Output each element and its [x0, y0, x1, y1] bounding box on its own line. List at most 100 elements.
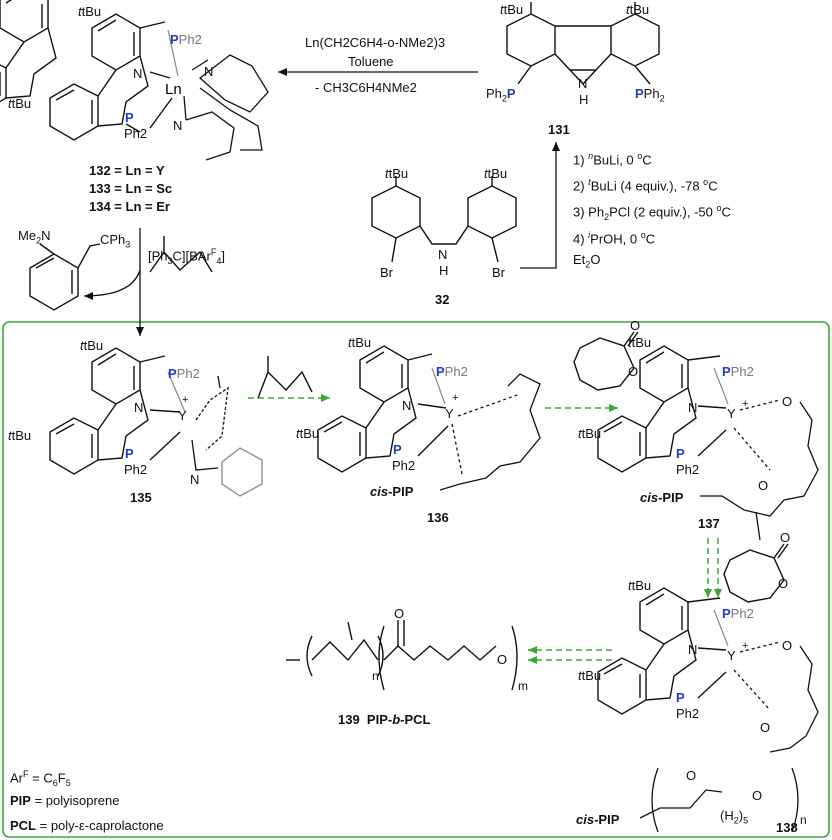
p-135-bottom: P	[125, 446, 134, 461]
legend-pcl: PCL = poly-ε-caprolactone	[10, 818, 164, 833]
reaction-top-line3: - CH3C6H4NMe2	[315, 80, 417, 95]
p-136-top: PPh2	[436, 364, 468, 379]
legend-pip: PIP = polyisoprene	[10, 793, 120, 808]
h-32: H	[439, 263, 449, 278]
n-132-amine-bottom: N	[173, 118, 183, 133]
cis-pip-138: cis-PIP	[576, 812, 620, 827]
compound-131: 131	[548, 122, 570, 137]
plus-136: +	[452, 392, 459, 404]
step-1: 1) nBuLi, 0 oC	[573, 151, 652, 168]
o-139-ester: O	[497, 652, 508, 667]
ph2-138-bottom: Ph2	[676, 706, 700, 721]
cph3-label: CPh3	[100, 232, 131, 250]
o-cl2-carbonyl: O	[780, 530, 791, 545]
compound-133-line: 133 = Ln = Sc	[89, 181, 173, 196]
o-cl2-ring: O	[778, 576, 789, 591]
ph2-135-bottom: Ph2	[124, 462, 148, 477]
me2n-label: Me2N	[18, 228, 51, 246]
o-cl1-ring: O	[628, 364, 639, 379]
tbu-131-left: ttBu	[500, 2, 524, 17]
molecule-131	[506, 2, 660, 86]
n-135: N	[134, 400, 144, 415]
p-137-top: PPh2	[722, 364, 754, 379]
p-132-top: PPh2	[170, 32, 202, 47]
o-138-chain-ester: O	[752, 788, 763, 803]
tbu-135-left: ttBu	[8, 428, 32, 443]
activator-label: [Ph3C][BArF4]	[148, 247, 225, 266]
ph2-132-bottom: Ph2	[124, 126, 148, 141]
byproduct-molecule	[29, 243, 101, 311]
o-137-top: O	[782, 394, 793, 409]
o-cl1-carbonyl: O	[630, 318, 641, 333]
h2-138: (H2)5	[720, 808, 749, 826]
n-131: N	[578, 76, 588, 91]
step-2: 2) tBuLi (4 equiv.), -78 oC	[573, 177, 718, 194]
caprolactone-monomer-1	[573, 331, 639, 391]
reaction-top-line1: Ln(CH2C6H4-o-NMe2)3	[305, 35, 446, 50]
p-138-bottom: P	[676, 690, 685, 705]
pph2-131: PPh2	[635, 86, 665, 104]
tbu-32-left: ttBu	[385, 166, 409, 181]
o-139-carbonyl: O	[394, 606, 405, 621]
step-3: 3) Ph2PCl (2 equiv.), -50 oC	[573, 203, 731, 222]
n-132-amine-top: N	[204, 64, 214, 79]
cis-pip-137: cis-PIP	[640, 490, 684, 505]
step-solvent: Et2O	[573, 252, 601, 270]
complex-137	[597, 345, 819, 541]
arrow-32-to-131	[520, 142, 560, 269]
tbu-132-left: ttBu	[8, 96, 32, 111]
h-131: H	[579, 92, 589, 107]
step-4: 4) iPrOH, 0 oC	[573, 230, 656, 247]
n-136: N	[402, 398, 412, 413]
compound-139: 139 PIP-b-PCL	[338, 712, 431, 727]
y-138: Y	[727, 648, 736, 663]
tbu-138-left: ttBu	[578, 668, 602, 683]
tbu-136-top: ttBu	[348, 335, 372, 350]
p-136-bottom: P	[393, 442, 402, 457]
n-subscript-138: n	[800, 813, 807, 827]
complex-132-134	[49, 13, 269, 161]
tbu-135-top: ttBu	[80, 338, 104, 353]
p-135-top: PPh2	[168, 366, 200, 381]
n-subscript-139: n	[372, 669, 379, 683]
br-32-left: Br	[380, 265, 393, 280]
compound-136: 136	[427, 510, 449, 525]
compound-32: 32	[435, 292, 450, 307]
cis-pip-136: cis-PIP	[370, 484, 414, 499]
isoprene-reagent	[149, 236, 213, 273]
ph2-137-bottom: Ph2	[676, 462, 700, 477]
o-137-carbonyl: O	[758, 478, 769, 493]
complex-138	[597, 587, 819, 833]
compound-132-line: 132 = Ln = Y	[89, 163, 165, 178]
carbazole-skeleton	[0, 0, 57, 103]
complex-136	[317, 345, 541, 491]
reaction-top-line2: Toluene	[348, 54, 394, 69]
curved-byproduct-arrow	[83, 269, 141, 300]
n-138: N	[688, 642, 698, 657]
tbu-32-right: ttBu	[484, 166, 508, 181]
tbu-137-top: ttBu	[628, 335, 652, 350]
br-32-right: Br	[492, 265, 505, 280]
compound-134-line: 134 = Ln = Er	[89, 199, 170, 214]
tbu-136-left: ttBu	[296, 426, 320, 441]
o-138-carbonyl: O	[760, 720, 771, 735]
compound-135: 135	[130, 490, 152, 505]
molecule-32	[371, 176, 517, 263]
n-137: N	[688, 400, 698, 415]
label-132-134-Ln: Ln	[165, 81, 182, 98]
p-137-bottom: P	[676, 446, 685, 461]
n-32: N	[438, 247, 448, 262]
o-138-chain-carbonyl: O	[686, 768, 697, 783]
complex-135	[49, 347, 263, 497]
y-136: Y	[445, 406, 454, 421]
p-132-bottom: P	[125, 110, 134, 125]
n-135-amine: N	[190, 472, 200, 487]
y-135: Y	[178, 408, 187, 423]
plus-138: +	[742, 640, 749, 652]
legend-arf: ArF = C6F5	[10, 769, 71, 788]
ph2-136-bottom: Ph2	[392, 458, 416, 473]
mechanism-box	[2, 321, 830, 838]
tbu-132-top: ttBu	[78, 4, 102, 19]
tbu-138-top: ttBu	[628, 578, 652, 593]
